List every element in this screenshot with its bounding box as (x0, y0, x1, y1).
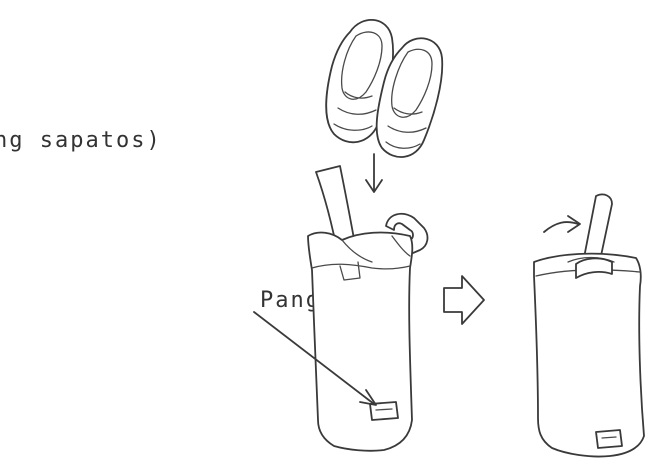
name-tag-icon (595, 429, 623, 449)
shoe-bag-closed-icon (533, 193, 645, 458)
pointer-arrow-icon (253, 311, 377, 406)
curved-arrow-icon (543, 215, 581, 233)
arrow-right-outline-icon (443, 275, 485, 325)
shoes-caption: ng sapatos) (0, 128, 162, 153)
shoes-icon (325, 18, 444, 158)
arrow-down-icon (365, 153, 383, 193)
name-tag-icon (369, 401, 399, 421)
shoe-bag-open-icon (307, 165, 429, 452)
